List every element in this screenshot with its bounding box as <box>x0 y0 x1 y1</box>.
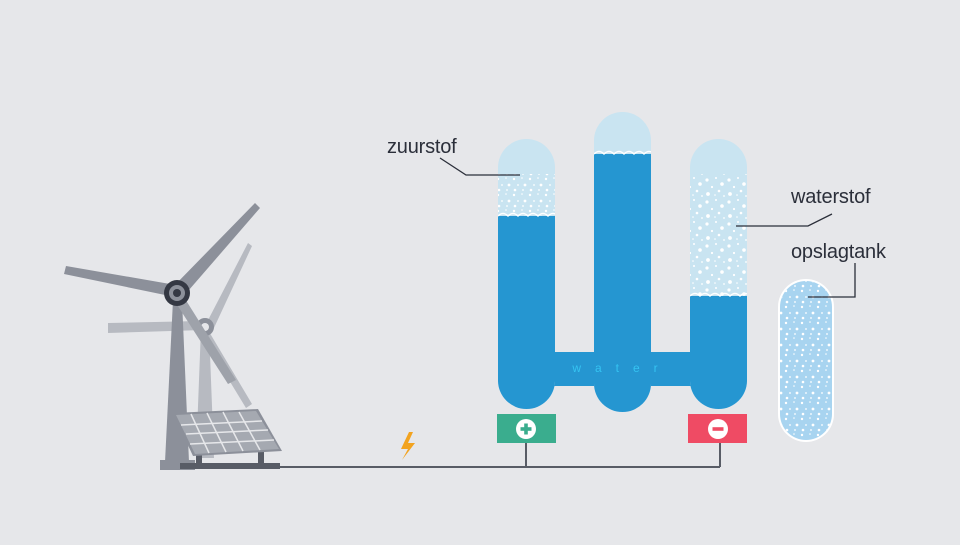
oxygen-label: zuurstof <box>387 136 457 158</box>
wiring <box>280 443 721 468</box>
plus-icon <box>516 419 536 439</box>
water-reservoir-tube <box>594 112 651 412</box>
storage-tank <box>778 279 834 442</box>
storage-label: opslagtank <box>791 241 886 263</box>
minus-icon <box>708 419 728 439</box>
hydrogen-tube <box>690 139 747 409</box>
oxygen-tube <box>498 139 555 409</box>
solar-panel <box>173 409 282 469</box>
electrolyzer: water <box>498 112 747 412</box>
positive-electrode <box>497 414 556 443</box>
label-leaders <box>439 157 856 298</box>
negative-electrode <box>688 414 747 443</box>
hydrogen-label: waterstof <box>791 186 871 208</box>
lightning-bolt-icon <box>401 432 415 460</box>
water-label: water <box>571 361 671 375</box>
